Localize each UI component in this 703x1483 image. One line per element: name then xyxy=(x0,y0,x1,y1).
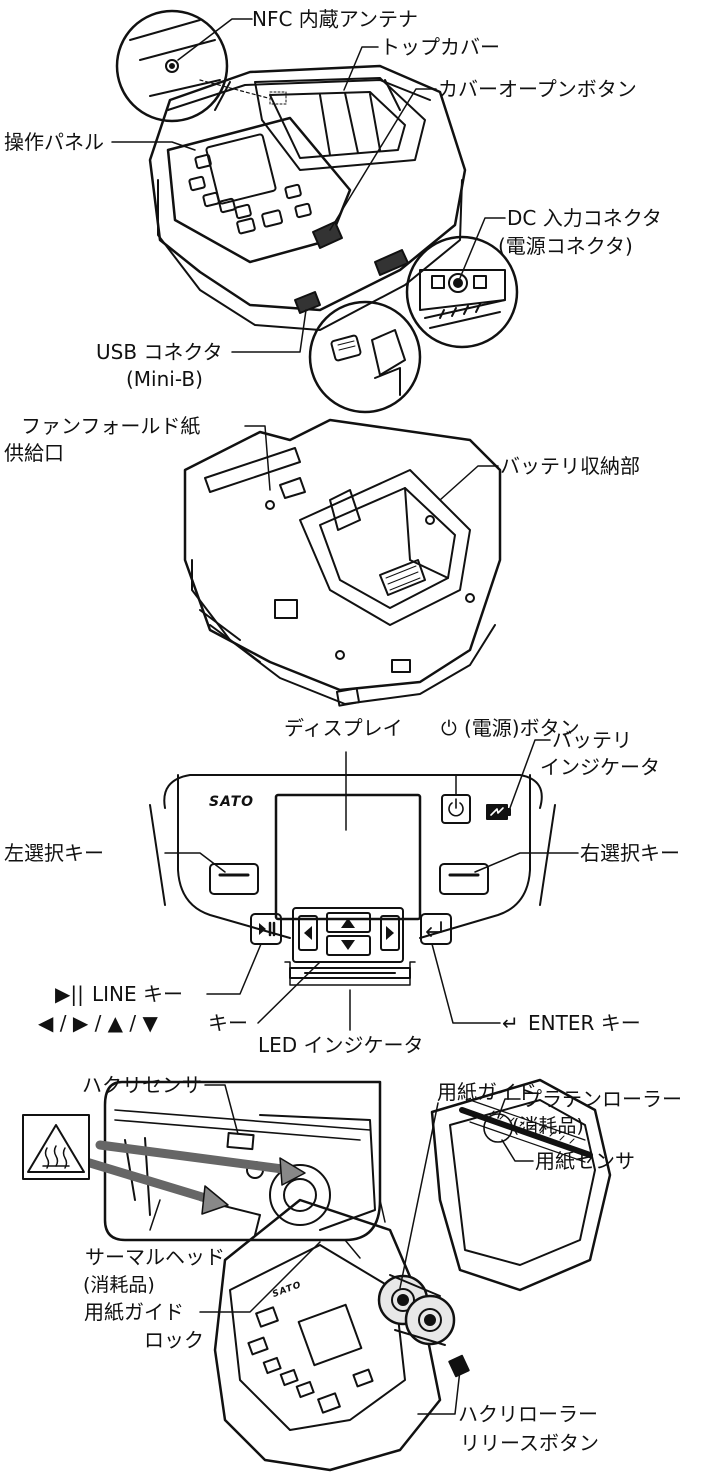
display-label: ディスプレイ xyxy=(284,716,403,740)
peel-roller-release-sub-label: リリースボタン xyxy=(460,1431,599,1455)
fanfold-paper-label: ファンフォールド紙 xyxy=(21,414,201,438)
hot-surface-warning-icon xyxy=(22,1114,90,1180)
led-indicator-label: LED インジケータ xyxy=(258,1033,424,1057)
thermal-head-sub-label: (消耗品) xyxy=(83,1274,155,1296)
usb-connector-sub-label: (Mini-B) xyxy=(126,367,203,391)
power-button-label: (電源)ボタン xyxy=(464,716,580,740)
printer-top-view xyxy=(148,64,467,331)
play-pause-icon: ▶|| xyxy=(55,982,84,1006)
left-select-key-label: 左選択キー xyxy=(4,841,104,865)
printer-internals-inset xyxy=(75,1080,386,1259)
usb-connector-label: USB コネクタ xyxy=(96,340,223,364)
fanfold-paper-sub-label: 供給口 xyxy=(4,441,64,465)
platen-roller-label: プラテンローラー xyxy=(522,1087,682,1111)
enter-arrow-icon: ↵ xyxy=(502,1011,519,1035)
operation-panel-label: 操作パネル xyxy=(4,130,104,154)
right-select-key-label: 右選択キー xyxy=(580,841,680,865)
power-icon: ⏻ xyxy=(441,716,457,740)
leader-lines-section3 xyxy=(164,739,579,1031)
peel-sensor-label: ハクリセンサ xyxy=(82,1073,202,1097)
platen-roller-sub-label: (消耗品) xyxy=(512,1115,584,1137)
dc-input-connector-label: DC 入力コネクタ xyxy=(507,206,662,230)
leader-lines-section2 xyxy=(244,425,499,501)
peel-roller-release-label: ハクリローラー xyxy=(458,1402,598,1426)
operation-panel-closeup xyxy=(149,774,556,986)
dc-input-connector-sub-label: (電源コネクタ) xyxy=(498,234,633,258)
thermal-head-label: サーマルヘッド xyxy=(85,1245,225,1269)
usb-connector-inset xyxy=(308,300,422,414)
battery-indicator-label: バッテリ xyxy=(552,728,632,752)
paper-guide-lock-sub-label: ロック xyxy=(144,1328,204,1352)
top-cover-label: トップカバー xyxy=(380,35,500,59)
cover-open-button-label: カバーオープンボタン xyxy=(438,77,637,101)
open-printer-view xyxy=(213,1078,612,1472)
paper-guide-lock-label: 用紙ガイド xyxy=(84,1300,184,1324)
arrow-keys-icons: ◀ / ▶ / ▲ / ▼ xyxy=(38,1011,158,1035)
line-key-label: LINE キー xyxy=(92,982,183,1006)
printer-bottom-view xyxy=(183,418,502,707)
leader-lines-section1 xyxy=(111,18,506,353)
leader-lines-section4 xyxy=(149,1084,534,1415)
paper-guide-label: 用紙ガイド xyxy=(437,1080,537,1104)
paper-sensor-label: 用紙センサ xyxy=(535,1149,635,1173)
dc-connector-inset xyxy=(405,235,519,349)
battery-bay-label: バッテリ収納部 xyxy=(500,454,640,478)
nfc-antenna-label: NFC 内蔵アンテナ xyxy=(252,7,418,31)
battery-indicator-sub-label: インジケータ xyxy=(540,755,660,779)
sato-logo: SATO xyxy=(209,794,255,810)
enter-key-label: ENTER キー xyxy=(528,1011,641,1035)
nfc-inset xyxy=(115,9,229,123)
arrow-keys-label: キー xyxy=(208,1011,248,1035)
